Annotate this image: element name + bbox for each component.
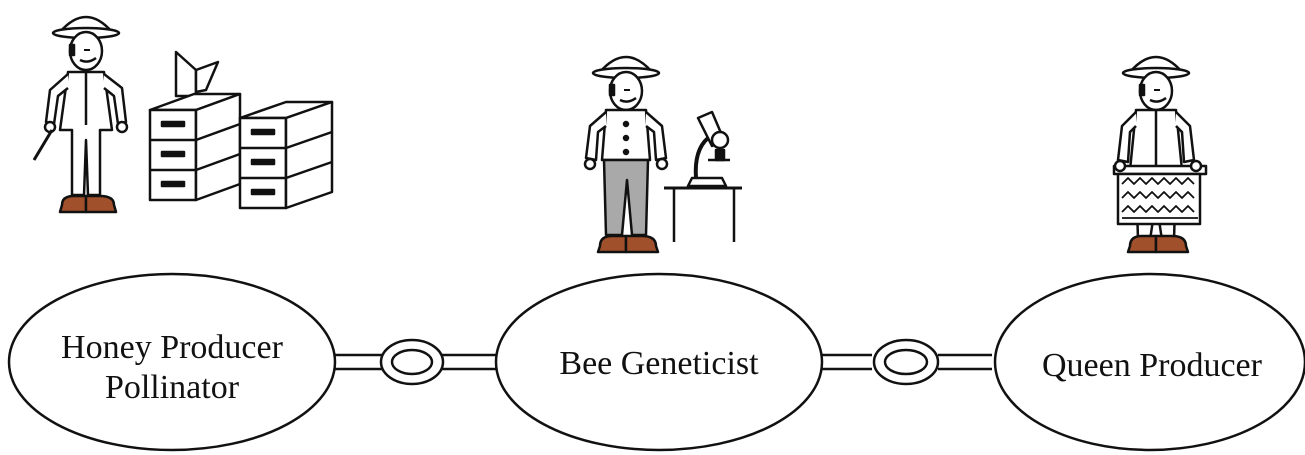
node-queen-producer: Queen Producer	[993, 272, 1305, 452]
chain-link-honey-to-genetics	[334, 338, 496, 386]
boots-icon	[596, 234, 628, 254]
boots-icon	[1126, 234, 1158, 254]
beehive-boxes-icon	[148, 50, 334, 210]
honey-producer-figure	[32, 15, 129, 214]
beekeeper-suit	[58, 70, 114, 197]
trousers	[602, 158, 650, 237]
node-bee-geneticist: Bee Geneticist	[494, 272, 824, 452]
microscope-icon	[664, 110, 742, 242]
node-label: Queen Producer	[1042, 347, 1263, 384]
node-label-line-2: Pollinator	[105, 369, 240, 406]
bee-geneticist-figure	[583, 55, 669, 254]
chain-link-genetics-to-queen	[822, 338, 992, 386]
node-label-line-1: Honey Producer	[61, 329, 284, 366]
queen-cell-frame-icon	[1112, 159, 1208, 226]
node-label: Bee Geneticist	[559, 345, 759, 382]
boots-icon	[58, 194, 88, 214]
queen-producer-figure	[1112, 55, 1208, 254]
node-honey-producer: Honey Producer Pollinator	[7, 272, 337, 452]
hive-tool-icon	[32, 129, 54, 161]
